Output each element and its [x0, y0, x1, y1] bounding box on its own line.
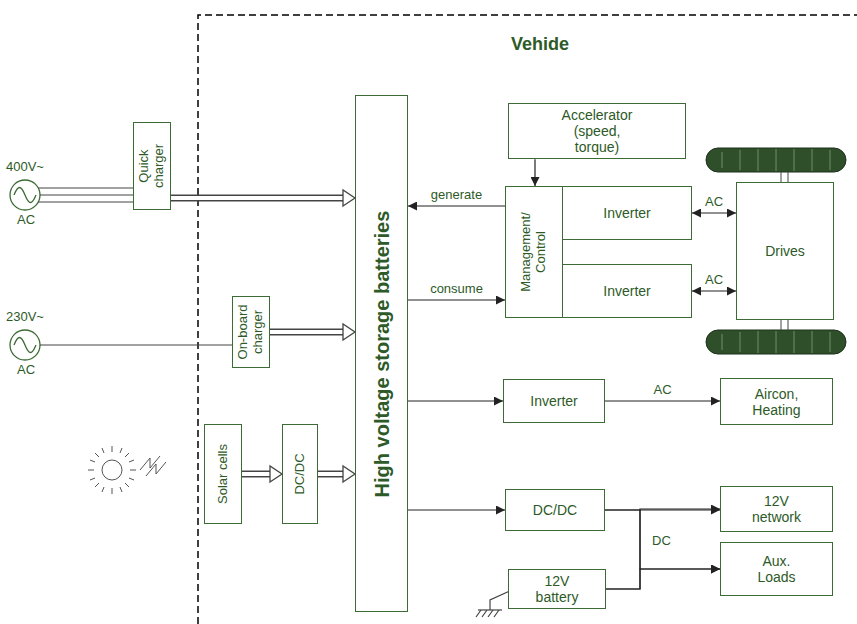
arrow-shaft — [242, 472, 271, 476]
process-box: Aircon, Heating — [720, 378, 833, 425]
vertical-block: Quick charger — [133, 122, 171, 210]
connector — [692, 291, 736, 292]
voltage-label: 230V~ — [4, 310, 46, 325]
diagram-title: Vehide — [460, 34, 620, 55]
edge-label: AC — [703, 273, 725, 288]
process-box: Inverter — [562, 186, 692, 240]
connector — [606, 569, 720, 589]
three-phase-wires — [38, 188, 146, 202]
process-box: 12V battery — [508, 569, 606, 609]
voltage-label: AC — [15, 213, 37, 228]
box-label: Management/ Control — [519, 191, 549, 313]
box-label: DC/DC — [293, 429, 308, 519]
wheel — [706, 148, 846, 172]
edge-label: AC — [703, 195, 725, 210]
arrow-head — [343, 190, 355, 206]
edge-label: consume — [428, 282, 485, 297]
sun-symbol — [88, 446, 136, 494]
power-flow-arrow — [318, 466, 355, 482]
box-label: DC/DC — [533, 502, 577, 518]
power-flow-arrow — [171, 190, 355, 206]
box-label: Inverter — [603, 283, 650, 299]
connector-line — [692, 212, 736, 213]
connector-line — [408, 205, 505, 206]
arrow-shaft — [242, 471, 271, 478]
connector — [408, 206, 505, 207]
process-box: Inverter — [503, 379, 605, 423]
process-box: Drives — [736, 182, 834, 320]
voltage-label: 400V~ — [4, 160, 46, 175]
box-label: Inverter — [603, 205, 650, 221]
process-box: Aux. Loads — [720, 542, 833, 596]
connector-line — [408, 509, 505, 510]
arrow-shaft — [318, 472, 344, 476]
vertical-block: Management/ Control — [505, 186, 563, 318]
box-label: Aux. Loads — [752, 553, 802, 585]
connector-line — [605, 400, 720, 401]
box-label: Quick charger — [137, 127, 167, 205]
process-box: DC/DC — [505, 489, 605, 531]
box-label: 12V network — [749, 493, 805, 525]
process-box: Inverter — [562, 264, 692, 318]
connector — [605, 510, 720, 569]
box-label: On-board charger — [236, 301, 266, 363]
arrow-shaft — [270, 330, 344, 334]
voltage-label: DC — [650, 534, 673, 549]
wheel — [706, 330, 846, 354]
ac-source-symbol — [10, 330, 40, 360]
arrow-shaft — [318, 471, 344, 478]
arrow-shaft — [270, 329, 344, 336]
vertical-block: Solar cells — [204, 424, 242, 524]
ground-symbol — [476, 590, 512, 617]
connector-line — [606, 509, 720, 589]
voltage-label: AC — [15, 363, 37, 378]
arrow-shaft — [171, 195, 344, 202]
connector — [408, 300, 505, 301]
connector — [408, 510, 505, 511]
connector-line — [534, 159, 535, 186]
arrow-head — [343, 466, 355, 482]
ac-source-symbol — [10, 180, 40, 210]
edge-label: generate — [429, 188, 484, 203]
vertical-block: High voltage storage batteries — [355, 95, 408, 612]
arrow-shaft — [171, 196, 344, 200]
process-box: 12V network — [720, 486, 833, 532]
connector-line — [408, 400, 503, 401]
connector — [692, 213, 736, 214]
power-flow-arrow — [242, 466, 282, 482]
arrow-head — [270, 466, 282, 482]
box-label: 12V battery — [533, 573, 581, 605]
vertical-block: DC/DC — [282, 424, 318, 524]
connector — [606, 509, 720, 589]
connector — [535, 159, 536, 186]
connector-line — [692, 290, 736, 291]
box-label: Aircon, Heating — [749, 385, 805, 417]
process-box: Accelerator (speed, torque) — [508, 103, 686, 159]
edge-label: AC — [651, 383, 673, 398]
connector — [408, 401, 503, 402]
mains-wire — [40, 344, 246, 345]
box-label: Inverter — [530, 393, 577, 409]
vehicle-boundary — [198, 15, 857, 624]
connector — [605, 401, 720, 402]
power-flow-arrow — [270, 324, 355, 340]
connector-line — [408, 299, 505, 300]
connector-line — [605, 510, 720, 569]
light-rays — [140, 456, 166, 476]
vertical-block: On-board charger — [232, 296, 270, 368]
box-label: Solar cells — [216, 429, 231, 519]
box-label: Drives — [765, 243, 805, 259]
box-label: High voltage storage batteries — [370, 100, 393, 607]
box-label: Accelerator (speed, torque) — [553, 107, 641, 155]
arrow-head — [343, 324, 355, 340]
connector-line — [606, 569, 720, 589]
